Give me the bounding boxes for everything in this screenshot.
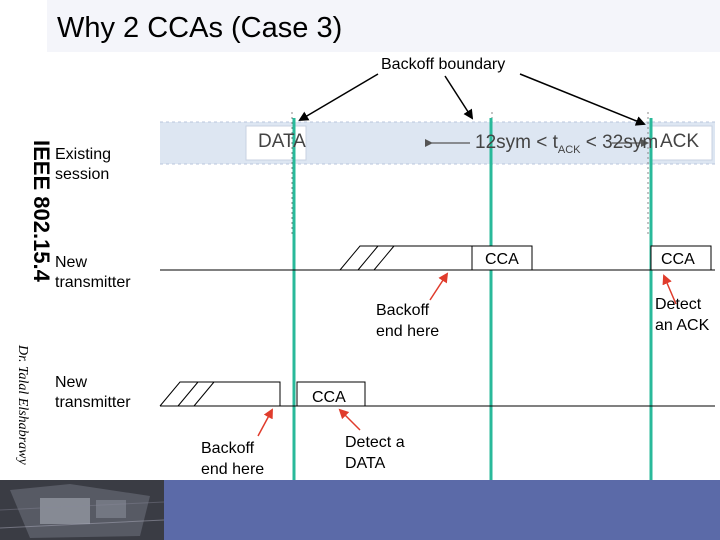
row2-cca-label: CCA bbox=[312, 389, 346, 406]
circuit-board-image bbox=[0, 480, 164, 540]
red-arrow-backoff-1 bbox=[429, 272, 449, 301]
row1-cca-label-2: CCA bbox=[661, 251, 695, 268]
red-arrow-detect-ack bbox=[662, 274, 677, 305]
red-arrow-detect-data bbox=[338, 408, 361, 431]
row1-cca-label-1: CCA bbox=[485, 251, 519, 268]
slide-title: Why 2 CCAs (Case 3) bbox=[57, 12, 343, 44]
timeline-data-label: DATA bbox=[258, 131, 306, 152]
boundary-arrow-2 bbox=[444, 75, 474, 120]
left-panel bbox=[0, 0, 47, 540]
row-label-existing: Existing session bbox=[55, 146, 112, 183]
backoff-end-label-2: Backoff end here bbox=[201, 440, 265, 478]
side-label: IEEE 802.15.4 bbox=[29, 140, 54, 282]
title-bar bbox=[47, 0, 720, 52]
detect-ack-label: Detect an ACK bbox=[655, 296, 710, 334]
row-label-new-2: New transmitter bbox=[55, 374, 131, 411]
boundary-arrow-1 bbox=[298, 73, 379, 122]
timeline-interval-label: 12sym < tACK < 32sym bbox=[475, 132, 659, 156]
boundary-arrow-3 bbox=[519, 73, 646, 126]
red-arrow-backoff-2 bbox=[257, 408, 273, 437]
row2-cca-box bbox=[296, 381, 366, 407]
author-label: Dr. Talal Elshabrawy bbox=[15, 345, 30, 465]
row1-cca-box-2 bbox=[650, 245, 712, 271]
detect-data-label: Detect a DATA bbox=[345, 434, 405, 472]
row-label-new-1: New transmitter bbox=[55, 254, 131, 291]
timeline-ack-label: ACK bbox=[660, 131, 700, 152]
backoff-end-label-1: Backoff end here bbox=[376, 302, 440, 340]
backoff-boundary-label: Backoff boundary bbox=[381, 56, 506, 73]
row1-cca-box-1 bbox=[471, 245, 533, 271]
data-packet-box bbox=[245, 125, 307, 161]
timing-diagram bbox=[159, 73, 715, 480]
